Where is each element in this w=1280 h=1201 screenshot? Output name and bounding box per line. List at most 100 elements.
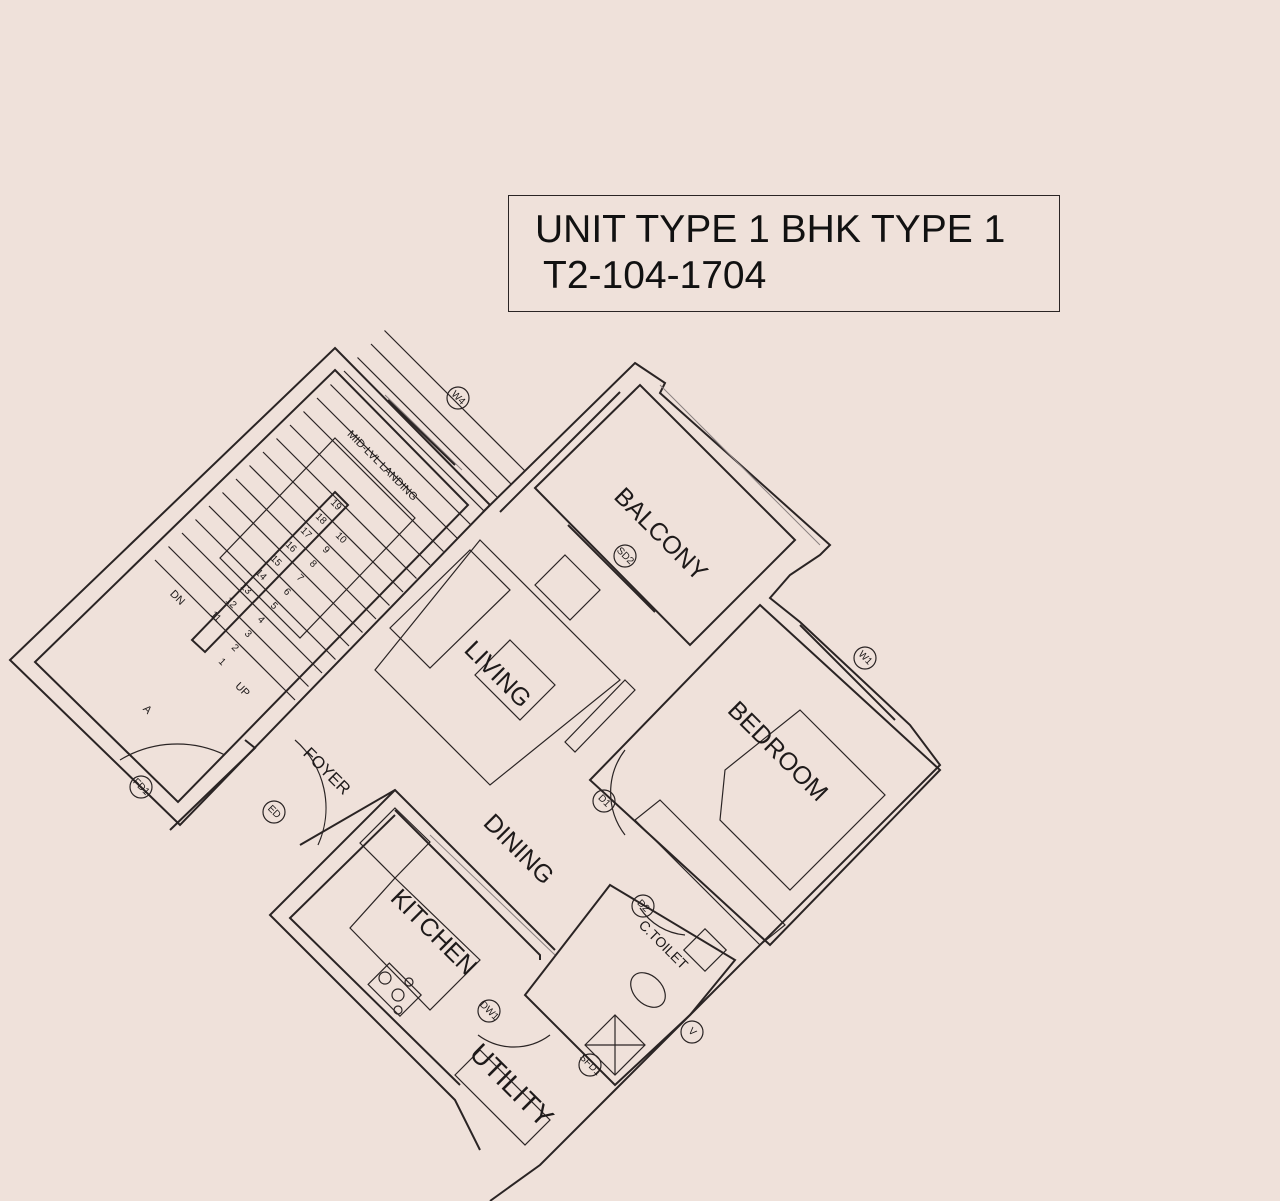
tag-circle-dw1 — [477, 999, 501, 1023]
door-ed-swing — [294, 739, 327, 846]
tag-w4: W4 — [449, 389, 468, 408]
label-utility: UTILITY — [464, 1037, 560, 1133]
tag-v: V — [686, 1026, 699, 1039]
step-number: 6 — [281, 586, 293, 598]
label-balcony: BALCONY — [609, 482, 714, 587]
unit-title-box: UNIT TYPE 1 BHK TYPE 1 T2-104-1704 — [508, 195, 1060, 312]
step-number: 10 — [333, 530, 349, 546]
kitchen-outer-wall — [268, 789, 481, 1151]
label-landing: MID-LVL LANDING — [345, 428, 420, 503]
step-number: 9 — [320, 544, 332, 556]
unit-type-title: UNIT TYPE 1 BHK TYPE 1 — [535, 208, 1006, 251]
stove-icon — [367, 962, 423, 1018]
tag-circle-w4 — [446, 386, 470, 410]
label-toilet: C.TOILET — [636, 917, 692, 973]
step-number: 1 — [216, 656, 228, 668]
unit-inner-wall-top — [499, 391, 621, 513]
tv-unit — [564, 679, 636, 753]
tag-d1: D1 — [595, 793, 612, 810]
stair-tread — [316, 397, 458, 539]
toilet-room — [523, 883, 737, 1087]
armchair — [534, 554, 601, 621]
tag-circle-fd1 — [129, 775, 153, 799]
step-number: 8 — [307, 558, 319, 570]
balcony-room — [533, 383, 797, 647]
stair-tread — [370, 343, 512, 485]
kitchen-fridge — [359, 807, 431, 879]
window-w1 — [799, 624, 896, 721]
balcony-rail — [659, 384, 821, 546]
kitchen-counter — [349, 877, 481, 1011]
wc-icon — [630, 972, 666, 1008]
stair-tread — [235, 478, 377, 620]
stair-tread — [195, 519, 336, 660]
tag-dw1: DW1 — [477, 999, 501, 1023]
stair-tread — [289, 424, 431, 566]
unit-number: T2-104-1704 — [543, 254, 767, 297]
mid-landing — [219, 437, 416, 639]
kitchen-top-inner — [394, 809, 541, 960]
stair-tread — [168, 546, 309, 687]
basin-icon — [682, 927, 728, 973]
stair-tread — [343, 370, 485, 512]
step-number: 2 — [229, 642, 241, 654]
step-number: 4 — [255, 614, 267, 626]
living-rug — [374, 539, 621, 786]
foyer-wall — [169, 739, 257, 831]
label-bedroom: BEDROOM — [722, 696, 833, 807]
stair-tread — [303, 411, 444, 552]
stair-tread — [330, 384, 471, 525]
coffee-table — [474, 639, 556, 721]
tag-circle-ed — [262, 800, 286, 824]
tag-circle-v — [680, 1020, 704, 1044]
stair-tread — [357, 357, 498, 498]
door-d1-swing — [610, 749, 626, 836]
door-d2-swing — [639, 907, 686, 936]
tag-sfd1: SFD1 — [577, 1052, 603, 1078]
window-w4 — [384, 394, 463, 471]
window-w4-glass — [387, 399, 456, 466]
tag-w1: W1 — [856, 649, 875, 668]
door-fd1-swing — [119, 743, 226, 761]
label-foyer: FOYER — [299, 744, 354, 799]
tag-circle-d1 — [592, 789, 616, 813]
tag-circle-sfd1 — [578, 1053, 602, 1077]
label-kitchen: KITCHEN — [385, 884, 482, 981]
bed — [719, 709, 886, 891]
tag-circle-d2 — [631, 894, 655, 918]
stair-tread — [384, 330, 525, 471]
tag-circle-w1 — [853, 646, 877, 670]
label-up: UP — [232, 680, 251, 699]
label-dining: DINING — [478, 809, 560, 891]
stair-tread — [262, 451, 404, 593]
stair-tread — [222, 492, 363, 633]
stair-tread — [154, 559, 296, 701]
tag-ed: ED — [265, 803, 283, 821]
kitchen-inner-wall — [288, 814, 461, 1086]
door-dw1-swing — [477, 1034, 551, 1048]
stair-tread — [181, 532, 323, 674]
stair-outer-wall — [8, 346, 492, 827]
label-dn: DN — [167, 588, 187, 608]
kitchen-opening — [429, 834, 556, 956]
living-furniture — [374, 539, 636, 786]
wardrobe — [634, 799, 786, 946]
stair-treads — [154, 330, 525, 701]
tag-circle-sd2 — [613, 544, 637, 568]
stair-inner-wall — [33, 368, 470, 804]
step-number: 7 — [294, 572, 306, 584]
sofa — [389, 549, 511, 669]
sliding-door-sd2 — [567, 524, 656, 613]
step-number: 13 — [238, 581, 254, 597]
stair-tread — [208, 505, 350, 647]
label-section-a: A — [140, 703, 154, 717]
stair-core — [8, 330, 525, 827]
step-number: 12 — [223, 595, 239, 611]
stair-tread — [249, 465, 390, 606]
utility-sink — [454, 1049, 551, 1146]
label-living: LIVING — [459, 635, 537, 713]
step-number: 3 — [242, 628, 254, 640]
step-number: 14 — [253, 567, 269, 583]
